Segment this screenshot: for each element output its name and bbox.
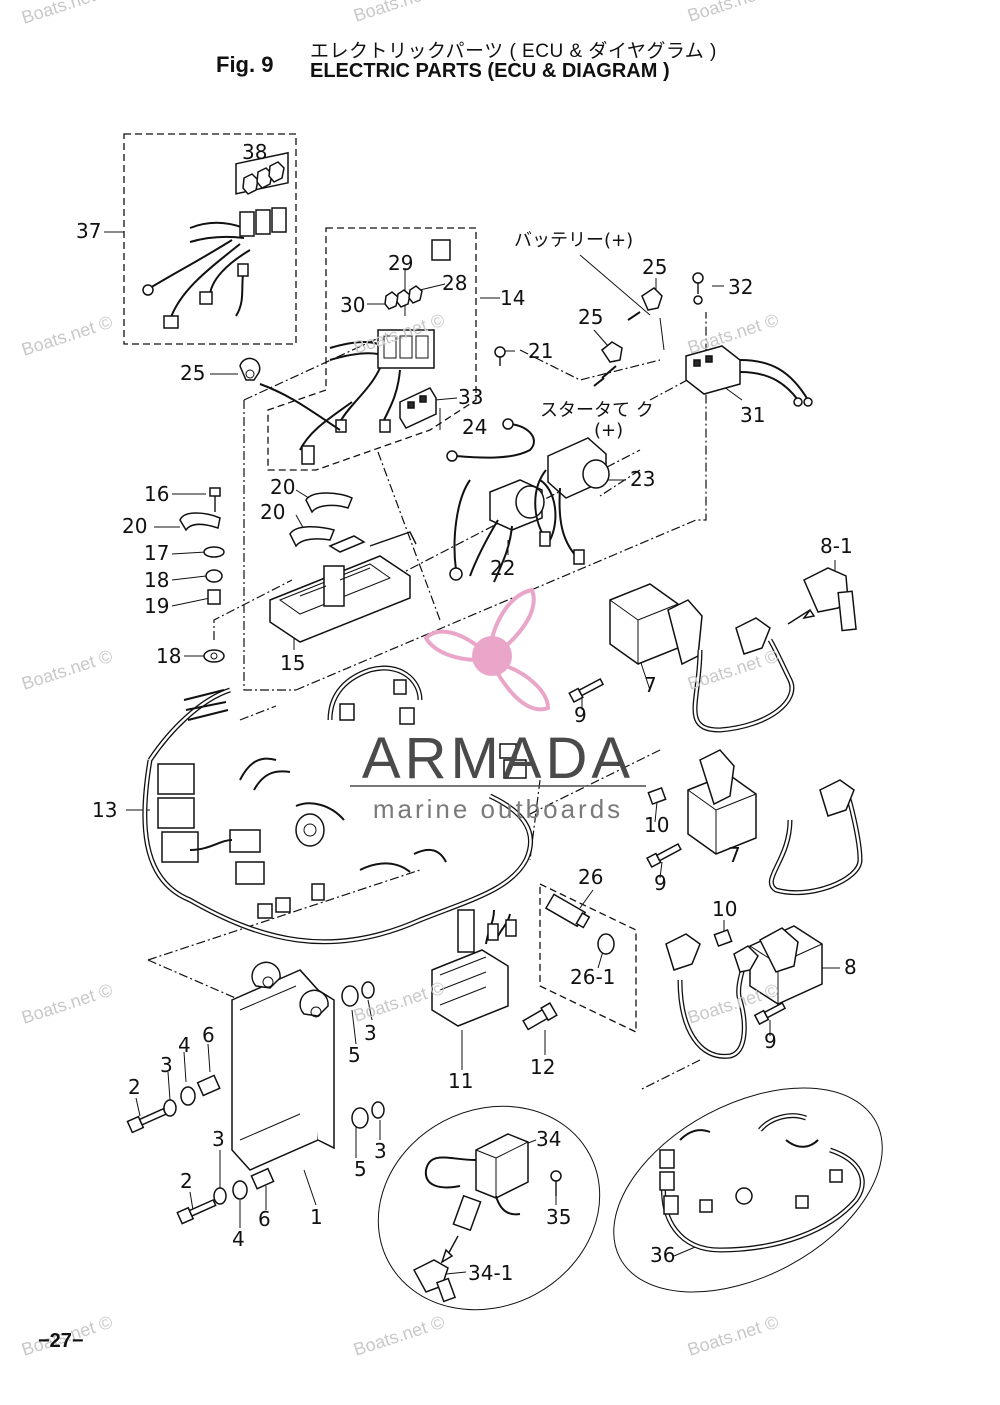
callout-36: 36 (650, 1243, 675, 1267)
starter-label: スタータて ク (540, 400, 654, 421)
group-box-26 (539, 882, 637, 1034)
callout-3: 3 (212, 1127, 225, 1151)
callout-15: 15 (280, 651, 305, 675)
callout-37: 37 (76, 219, 101, 243)
callout-28: 28 (442, 271, 467, 295)
callout-8: 8 (844, 955, 857, 979)
part-1-ecu (126, 961, 385, 1225)
callout-7: 7 (728, 843, 741, 867)
part-14-relay-group (299, 239, 451, 465)
callout-3: 3 (364, 1021, 377, 1045)
ignition-coils (568, 567, 863, 1059)
callout-38: 38 (242, 140, 267, 164)
callout-4: 4 (178, 1033, 191, 1057)
parts-15-to-20 (179, 487, 417, 663)
callout-32: 32 (728, 275, 753, 299)
callout-18: 18 (144, 568, 169, 592)
callout-26-1: 26-1 (570, 965, 615, 989)
callout-29: 29 (388, 251, 413, 275)
figure-label: Fig. 9 (216, 52, 274, 77)
watermark: Boats.net © (19, 646, 115, 694)
callout-33: 33 (458, 385, 483, 409)
callout-13: 13 (92, 798, 117, 822)
callout-30: 30 (340, 293, 365, 317)
watermark: Boats.net © (19, 980, 115, 1028)
watermark: Boats.net © (351, 0, 447, 26)
armada-logo: ARMADA marine outboards (350, 587, 646, 824)
callout-20: 20 (122, 514, 147, 538)
callout-2: 2 (180, 1169, 193, 1193)
callout-14: 14 (500, 286, 525, 310)
callout-20: 20 (260, 500, 285, 524)
part-36-inset (659, 1113, 865, 1253)
callout-26: 26 (578, 865, 603, 889)
part-34-inset (412, 1133, 562, 1303)
callout-numbers: 38 37 29 28 14 30 21 25 33 24 23 22 25 2… (76, 140, 857, 1285)
callout-22: 22 (490, 556, 515, 580)
callout-7: 7 (644, 673, 657, 697)
callout-10: 10 (644, 813, 669, 837)
callout-23: 23 (630, 467, 655, 491)
logo-tagline: marine outboards (373, 794, 623, 824)
group-circle-36 (613, 1087, 883, 1293)
callout-20: 20 (270, 475, 295, 499)
watermark: Boats.net © (19, 0, 115, 28)
callout-17: 17 (144, 541, 169, 565)
title-english: ELECTRIC PARTS (ECU & DIAGRAM ) (310, 60, 670, 82)
watermark: Boats.net © (685, 0, 781, 26)
part-37-sub-harness (142, 151, 289, 329)
callout-25: 25 (642, 255, 667, 279)
callout-35: 35 (546, 1205, 571, 1229)
callout-3: 3 (160, 1053, 173, 1077)
propeller-icon (423, 587, 551, 712)
callout-1: 1 (310, 1205, 323, 1229)
logo-name: ARMADA (362, 726, 634, 791)
group-box-14 (267, 227, 477, 471)
callout-16: 16 (144, 482, 169, 506)
callout-21: 21 (528, 339, 553, 363)
callout-24: 24 (462, 415, 487, 439)
callout-9: 9 (654, 871, 667, 895)
group-boxes (123, 133, 883, 1311)
callout-9: 9 (574, 703, 587, 727)
parts-11-12-26 (431, 893, 615, 1031)
callout-10: 10 (712, 897, 737, 921)
callout-25: 25 (180, 361, 205, 385)
part-13-main-harness (142, 665, 534, 945)
callout-8-1: 8-1 (820, 534, 853, 558)
callout-34: 34 (536, 1127, 561, 1151)
callout-31: 31 (740, 403, 765, 427)
callout-11: 11 (448, 1069, 473, 1093)
starter-plus-label: (+) (594, 420, 623, 441)
watermark: Boats.net © (19, 312, 115, 360)
callout-4: 4 (232, 1227, 245, 1251)
callout-5: 5 (348, 1043, 361, 1067)
callout-6: 6 (202, 1023, 215, 1047)
callout-5: 5 (354, 1157, 367, 1181)
callout-18: 18 (156, 644, 181, 668)
callout-25: 25 (578, 305, 603, 329)
callout-34-1: 34-1 (468, 1261, 513, 1285)
watermark: Boats.net © (351, 1312, 447, 1360)
parts-21-25-24-22-23 (239, 346, 610, 583)
callout-12: 12 (530, 1055, 555, 1079)
watermark: Boats.net © (685, 310, 781, 358)
title-japanese: エレクトリックパーツ ( ECU & ダイヤグラム ) (310, 41, 717, 62)
callout-3: 3 (374, 1139, 387, 1163)
group-circle-34 (377, 1105, 601, 1311)
parts-25-31-32 (593, 272, 813, 407)
callout-9: 9 (764, 1029, 777, 1053)
battery-plus-label: バッテリー(+) (514, 230, 633, 251)
callout-19: 19 (144, 594, 169, 618)
watermark: Boats.net © (685, 1312, 781, 1360)
page-number: −27− (38, 1330, 84, 1352)
japanese-labels: バッテリー(+) スタータて ク (+) (514, 230, 654, 441)
callout-6: 6 (258, 1207, 271, 1231)
callout-2: 2 (128, 1075, 141, 1099)
group-box-37 (123, 133, 297, 345)
